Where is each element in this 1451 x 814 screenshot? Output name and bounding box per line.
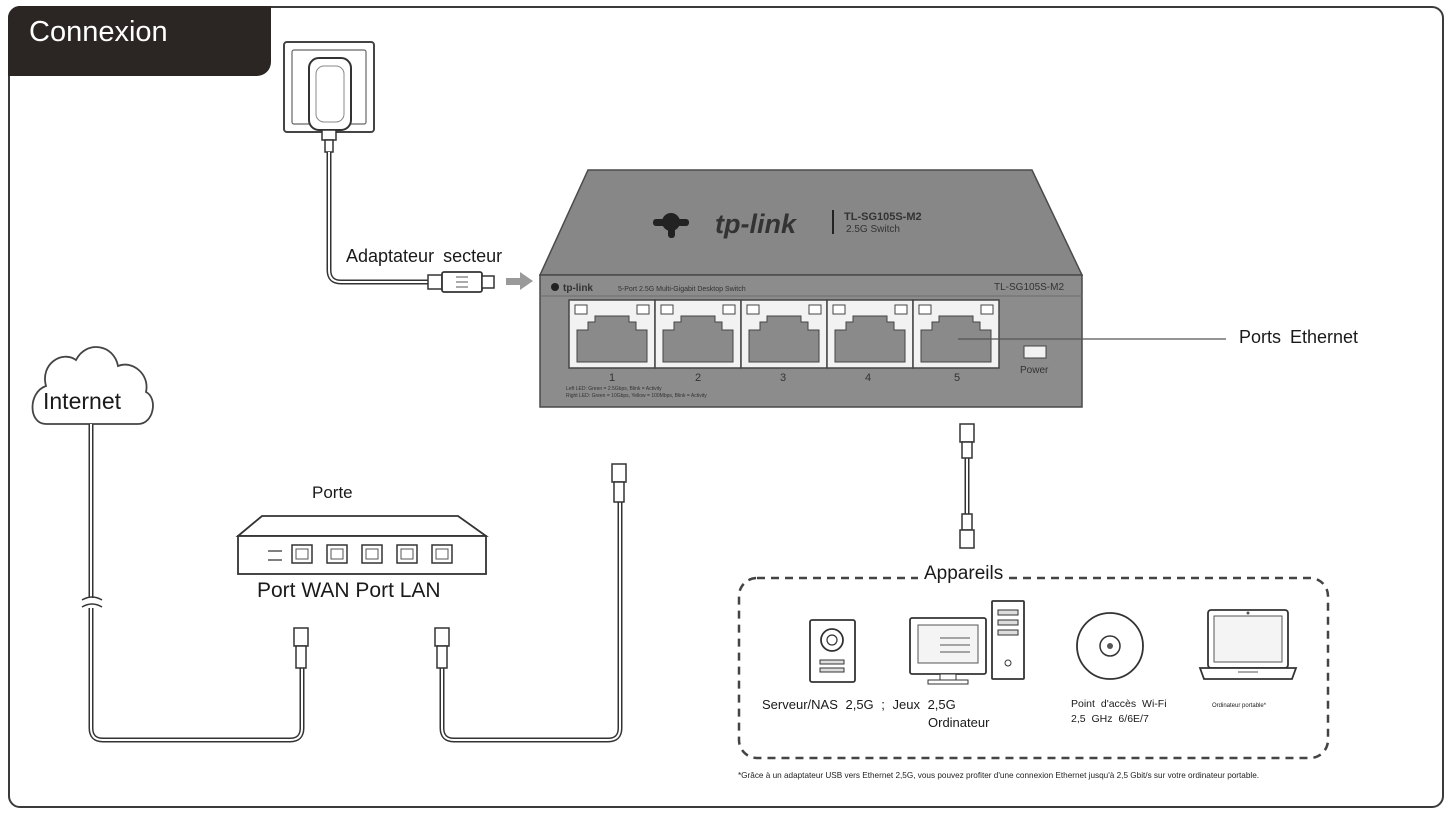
port-number-1: 1 [609,372,615,384]
switch-model-front: TL-SG105S-M2 [994,282,1064,293]
diagram-frame [8,6,1444,808]
port-number-5: 5 [954,372,960,384]
switch-port-4 [826,299,914,369]
nas-label: Serveur/NAS 2,5G ; Jeux 2,5G [762,697,956,712]
nas-icon [809,619,856,683]
switch-port-5 [912,299,1000,369]
ethernet-plug-icon [959,513,975,549]
switch-brand-top: tp-link [715,209,798,239]
access-point-icon [1076,612,1144,680]
dc-plug-icon [427,271,495,293]
laptop-icon [1198,609,1298,680]
port-number-4: 4 [865,372,871,384]
switch-port-1 [568,299,656,369]
switch-icon: tp-link TL-SG105S-M2 2.5G Switch tp-link… [538,169,1084,408]
power-adapter-icon [308,57,352,153]
ethernet-plug-icon [611,463,627,503]
ethernet-plug-icon [434,627,450,669]
cable-break-icon [81,596,103,608]
router-ports-label: Port WAN Port LAN [257,579,441,602]
ethernet-plug-icon [959,423,975,459]
router-label: Porte [312,483,353,502]
arrow-right-icon [506,272,533,290]
footnote: *Grâce à un adaptateur USB vers Ethernet… [738,771,1260,780]
ethernet-ports-label: Ports Ethernet [1239,327,1359,347]
switch-subtitle-top: 2.5G Switch [846,224,900,235]
switch-port-3 [740,299,828,369]
ethernet-plug-icon [293,627,309,669]
devices-group [737,576,1330,760]
power-adapter-label: Adaptateur secteur [346,246,503,266]
internet-label: Internet [43,388,121,414]
title-tab [8,6,271,76]
tp-link-logo-icon [653,213,689,238]
cloud-icon [31,346,154,425]
led-note-1: Left LED: Green = 2.5Gbps, Blink = Activ… [566,386,662,392]
devices-label: Appareils [918,563,1010,585]
desktop-pc-icon [909,600,1025,685]
port-number-2: 2 [695,372,701,384]
page-title: Connexion [29,16,168,48]
power-led-icon [1023,345,1047,359]
port-number-3: 3 [780,372,786,384]
switch-front-description: 5-Port 2.5G Multi-Gigabit Desktop Switch [618,286,746,293]
switch-brand-front: tp-link [563,283,593,294]
switch-model-top: TL-SG105S-M2 [844,211,922,223]
switch-port-2 [654,299,742,369]
laptop-label: Ordinateur portable* [1212,703,1267,709]
power-label: Power [1020,365,1049,376]
led-note-2: Right LED: Green = 10Gbps, Yellow = 100M… [566,393,707,399]
gaming-pc-label: Ordinateur [928,715,990,730]
router-icon [235,515,489,575]
access-point-label: Point d'accès Wi-Fi 2,5 GHz 6/6E/7 [1071,698,1167,725]
